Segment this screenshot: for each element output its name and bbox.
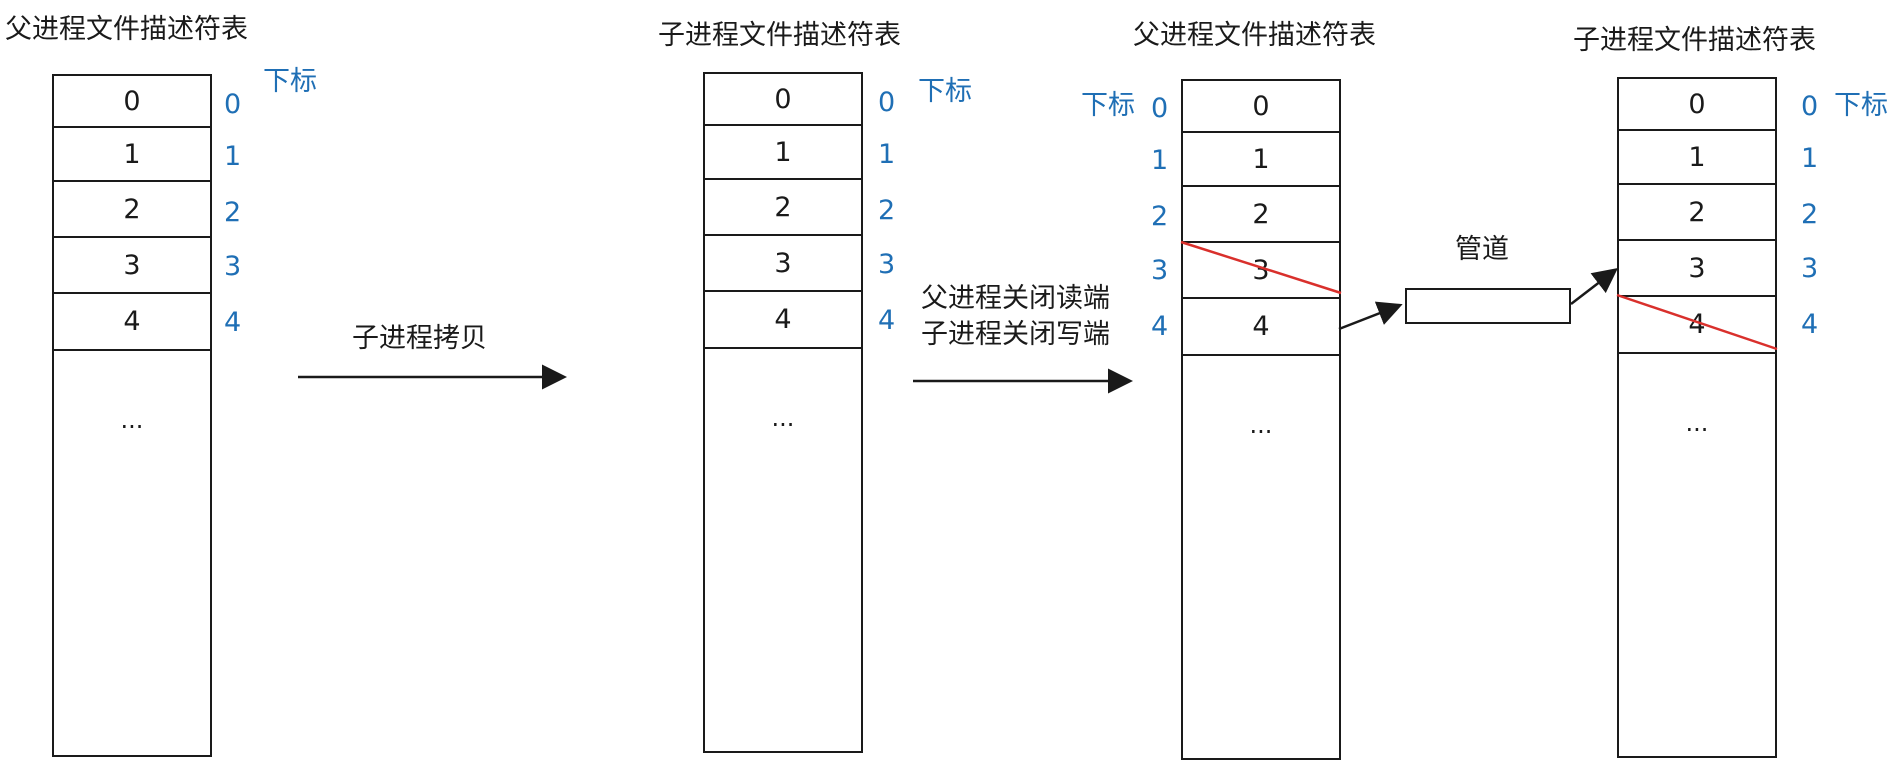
fd-cell-0: 0 bbox=[705, 74, 861, 126]
fd-cell-2: 2 bbox=[1183, 187, 1339, 243]
fd-index-0: 0 bbox=[1801, 91, 1819, 122]
copy-arrow-label: 子进程拷贝 bbox=[352, 323, 487, 354]
fd-cell-3: 3 bbox=[54, 238, 210, 294]
fd-table-child-1: 0 1 2 3 4 ... bbox=[703, 72, 863, 753]
index-label: 下标 bbox=[263, 66, 317, 97]
fd-cell-4: 4 bbox=[705, 292, 861, 349]
fd-index-3: 3 bbox=[1151, 255, 1169, 286]
fd-index-0: 0 bbox=[224, 89, 242, 120]
close-label-line2: 子进程关闭写端 bbox=[921, 319, 1110, 350]
index-label: 下标 bbox=[1081, 90, 1135, 121]
fd-cell-4: 4 bbox=[1183, 299, 1339, 356]
pipe-label: 管道 bbox=[1455, 234, 1509, 265]
table-title-child-2: 子进程文件描述符表 bbox=[1573, 25, 1816, 56]
fd-cell-1: 1 bbox=[1183, 133, 1339, 187]
fd-cell-4: 4 bbox=[54, 294, 210, 351]
read-end-arrow bbox=[1570, 267, 1618, 305]
fd-cell-1: 1 bbox=[705, 126, 861, 180]
index-label: 下标 bbox=[918, 76, 972, 107]
fd-index-1: 1 bbox=[1801, 143, 1819, 174]
fd-cell-2: 2 bbox=[1619, 185, 1775, 241]
fd-cell-3-closed: 3 bbox=[1183, 243, 1339, 299]
fd-index-1: 1 bbox=[1151, 145, 1169, 176]
child-write-end-strike bbox=[1616, 293, 1778, 351]
fd-ellipsis: ... bbox=[1249, 411, 1273, 439]
fd-cell-0: 0 bbox=[1619, 79, 1775, 131]
fd-cell-1: 1 bbox=[1619, 131, 1775, 185]
fd-cell-2: 2 bbox=[54, 182, 210, 238]
fd-index-2: 2 bbox=[1151, 201, 1169, 232]
fd-index-1: 1 bbox=[878, 139, 896, 170]
fd-index-3: 3 bbox=[878, 249, 896, 280]
fd-index-0: 0 bbox=[878, 87, 896, 118]
fd-ellipsis: ... bbox=[1685, 409, 1709, 437]
fd-index-1: 1 bbox=[224, 141, 242, 172]
write-end-arrow bbox=[1338, 301, 1403, 331]
fd-index-4: 4 bbox=[224, 307, 242, 338]
fd-index-4: 4 bbox=[1801, 309, 1819, 340]
fd-cell-4-closed: 4 bbox=[1619, 297, 1775, 354]
table-title-parent-1: 父进程文件描述符表 bbox=[5, 14, 248, 45]
fd-cell-3: 3 bbox=[1619, 241, 1775, 297]
fd-index-3: 3 bbox=[1801, 253, 1819, 284]
table-title-parent-2: 父进程文件描述符表 bbox=[1133, 20, 1376, 51]
fd-cell-1: 1 bbox=[54, 128, 210, 182]
index-label: 下标 bbox=[1834, 90, 1888, 121]
fd-ellipsis: ... bbox=[771, 404, 795, 432]
fd-cell-0: 0 bbox=[1183, 81, 1339, 133]
fd-index-2: 2 bbox=[1801, 199, 1819, 230]
fd-cell-3: 3 bbox=[705, 236, 861, 292]
close-label-line1: 父进程关闭读端 bbox=[921, 283, 1110, 314]
fd-index-4: 4 bbox=[1151, 311, 1169, 342]
fd-ellipsis: ... bbox=[120, 406, 144, 434]
fd-index-4: 4 bbox=[878, 305, 896, 336]
fd-table-parent-2: 0 1 2 3 4 ... bbox=[1181, 79, 1341, 760]
fd-index-2: 2 bbox=[224, 197, 242, 228]
pipe-box bbox=[1405, 288, 1571, 324]
fd-table-child-2: 0 1 2 3 4 ... bbox=[1617, 77, 1777, 758]
parent-read-end-strike bbox=[1180, 240, 1342, 295]
fd-cell-0: 0 bbox=[54, 76, 210, 128]
fd-index-2: 2 bbox=[878, 195, 896, 226]
fd-index-3: 3 bbox=[224, 251, 242, 282]
table-title-child-1: 子进程文件描述符表 bbox=[658, 20, 901, 51]
fd-index-0: 0 bbox=[1151, 93, 1169, 124]
fd-cell-2: 2 bbox=[705, 180, 861, 236]
fd-table-parent-1: 0 1 2 3 4 ... bbox=[52, 74, 212, 757]
